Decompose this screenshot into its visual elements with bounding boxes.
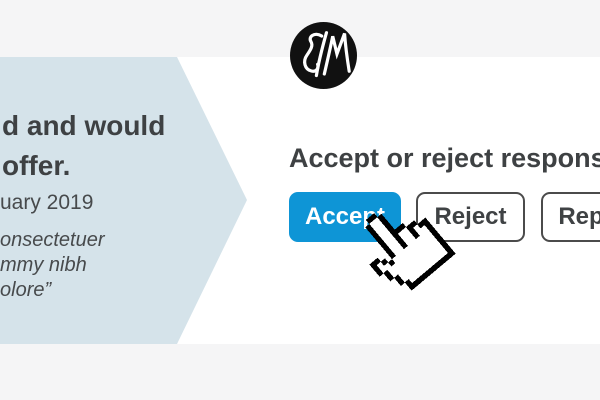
- logo-monogram-strokes: [303, 31, 351, 78]
- testimonial-heading-line2: offer.: [2, 150, 71, 181]
- response-panel-heading: Accept or reject responses: [289, 143, 600, 173]
- bottom-background-band: [0, 344, 600, 400]
- testimonial-heading-line1: d and would: [2, 110, 166, 141]
- accept-button[interactable]: Accept: [289, 192, 401, 242]
- testimonial-quote-line3: olore”: [0, 279, 52, 301]
- testimonial-date: uary 2019: [0, 191, 94, 214]
- testimonial-quote-line2: mmy nibh: [0, 254, 87, 276]
- testimonial-heading: d and would offer.: [2, 106, 165, 186]
- testimonial-quote: onsectetuer mmy nibh olore”: [0, 228, 105, 303]
- reply-button[interactable]: Reply: [541, 192, 600, 242]
- testimonial-block: d and would offer. uary 2019 onsectetuer…: [0, 0, 250, 400]
- testimonial-quote-line1: onsectetuer: [0, 229, 105, 251]
- reject-button[interactable]: Reject: [416, 192, 525, 242]
- gm-logo-icon: GM: [290, 22, 357, 89]
